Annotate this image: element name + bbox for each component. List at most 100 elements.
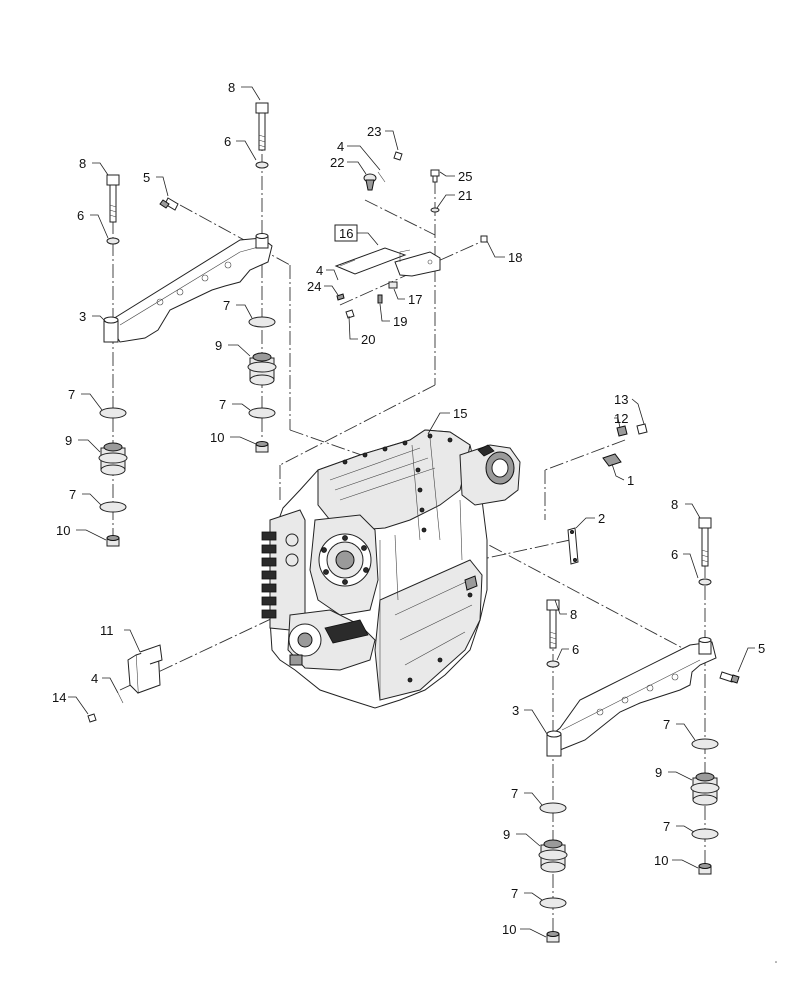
callout-9: 9 bbox=[65, 433, 72, 448]
callout-22: 22 bbox=[330, 155, 344, 170]
callout-6: 6 bbox=[671, 547, 678, 562]
washer-icon bbox=[99, 407, 127, 419]
callout-8: 8 bbox=[79, 156, 86, 171]
washer-icon bbox=[691, 738, 719, 750]
nut-icon bbox=[388, 281, 398, 289]
callout-3: 3 bbox=[79, 309, 86, 324]
bolt-icon bbox=[636, 423, 648, 435]
bolt-icon bbox=[430, 169, 440, 183]
callout-7: 7 bbox=[219, 397, 226, 412]
strap-icon bbox=[567, 527, 579, 565]
center-lines bbox=[112, 110, 706, 940]
callout-7: 7 bbox=[69, 487, 76, 502]
washer-icon bbox=[248, 316, 276, 328]
callout-5: 5 bbox=[143, 170, 150, 185]
callout-3: 3 bbox=[512, 703, 519, 718]
callout-7: 7 bbox=[511, 886, 518, 901]
dot-mark bbox=[775, 961, 777, 963]
callout-24: 24 bbox=[307, 279, 321, 294]
clip-icon bbox=[336, 293, 345, 301]
callout-9: 9 bbox=[503, 827, 510, 842]
callout-11: 11 bbox=[100, 623, 114, 638]
washer-icon bbox=[616, 425, 628, 437]
bolt-icon bbox=[698, 517, 712, 567]
valve-block-icon bbox=[261, 509, 306, 631]
callout-15: 15 bbox=[453, 406, 467, 421]
callout-2: 2 bbox=[598, 511, 605, 526]
callout-4: 4 bbox=[337, 139, 344, 154]
rubber-mount-icon bbox=[690, 772, 720, 806]
callout-12: 12 bbox=[614, 411, 628, 426]
washer-icon bbox=[539, 802, 567, 814]
screw-icon bbox=[87, 713, 97, 723]
screw-icon bbox=[159, 197, 179, 211]
callout-9: 9 bbox=[215, 338, 222, 353]
washer-icon bbox=[691, 828, 719, 840]
pin-icon bbox=[480, 235, 488, 243]
upper-left-mount bbox=[98, 102, 277, 547]
callout-5: 5 bbox=[758, 641, 765, 656]
sensor-bracket-group bbox=[334, 151, 488, 319]
callout-18: 18 bbox=[508, 250, 522, 265]
callout-16: 16 bbox=[339, 226, 353, 241]
rubber-mount-icon bbox=[247, 352, 277, 386]
callout-10: 10 bbox=[654, 853, 668, 868]
sensor-bracket-icon bbox=[394, 249, 441, 277]
callout-23: 23 bbox=[367, 124, 381, 139]
guard-bracket-icon bbox=[127, 644, 163, 694]
callout-labels: 8 6 8 5 6 3 7 9 7 10 7 9 7 10 23 4 22 25… bbox=[52, 80, 765, 937]
washer-icon bbox=[546, 660, 560, 668]
callout-6: 6 bbox=[224, 134, 231, 149]
nut-icon bbox=[255, 441, 269, 453]
bolt-icon bbox=[255, 102, 269, 151]
lower-left-parts bbox=[87, 644, 163, 723]
callout-8: 8 bbox=[671, 497, 678, 512]
cover-bolt-icons bbox=[342, 433, 453, 533]
fitting-icon bbox=[602, 453, 622, 467]
callout-25: 25 bbox=[458, 169, 472, 184]
leader-lines bbox=[68, 86, 755, 938]
callout-20: 20 bbox=[361, 332, 375, 347]
callout-6: 6 bbox=[77, 208, 84, 223]
lower-right-mount bbox=[538, 517, 740, 943]
callout-4: 4 bbox=[316, 263, 323, 278]
callout-8: 8 bbox=[570, 607, 577, 622]
pin-icon bbox=[377, 171, 386, 183]
callout-13: 13 bbox=[614, 392, 628, 407]
pin-icon bbox=[377, 294, 383, 304]
washer-icon bbox=[698, 578, 712, 586]
rubber-mount-icon bbox=[98, 442, 128, 476]
mount-bracket-icon bbox=[103, 233, 273, 343]
callout-10: 10 bbox=[210, 430, 224, 445]
callout-1: 1 bbox=[627, 473, 634, 488]
lower-yoke-icon bbox=[287, 609, 376, 671]
callout-10: 10 bbox=[502, 922, 516, 937]
nut-icon bbox=[106, 535, 120, 547]
transmission-housing bbox=[261, 429, 521, 709]
callout-17: 17 bbox=[408, 292, 422, 307]
rubber-mount-icon bbox=[538, 839, 568, 873]
callout-8: 8 bbox=[228, 80, 235, 95]
output-flange-icon bbox=[309, 514, 379, 616]
callout-7: 7 bbox=[663, 819, 670, 834]
plate-icon bbox=[334, 247, 407, 275]
mount-bracket-icon bbox=[546, 637, 717, 757]
washer-icon bbox=[248, 407, 276, 419]
hydraulic-pump-icon bbox=[459, 444, 521, 506]
callout-9: 9 bbox=[655, 765, 662, 780]
bolt-icon bbox=[345, 309, 355, 319]
callout-4: 4 bbox=[91, 671, 98, 686]
sensor-icon bbox=[363, 173, 377, 191]
nut-icon bbox=[698, 863, 712, 875]
washer-icon bbox=[106, 237, 120, 245]
callout-7: 7 bbox=[68, 387, 75, 402]
callout-21: 21 bbox=[458, 188, 472, 203]
callout-6: 6 bbox=[572, 642, 579, 657]
screw-icon bbox=[719, 671, 740, 684]
callout-19: 19 bbox=[393, 314, 407, 329]
pin-icon bbox=[117, 692, 124, 704]
right-small-parts bbox=[567, 423, 648, 565]
screw-icon bbox=[393, 151, 403, 161]
callout-14: 14 bbox=[52, 690, 66, 705]
